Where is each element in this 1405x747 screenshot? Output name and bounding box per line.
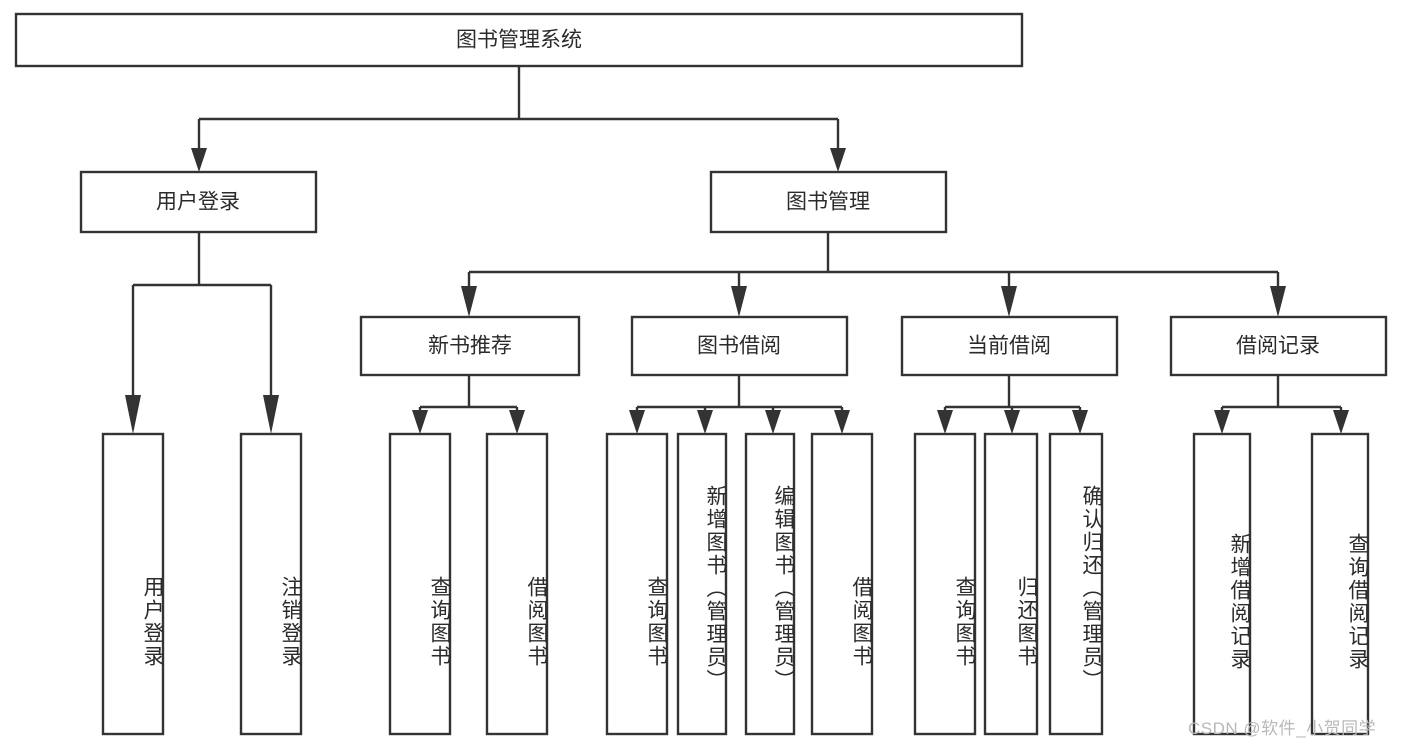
watermark-text: CSDN @软件_小贺同学	[1188, 719, 1377, 738]
node-leaf-b-edit-box[interactable]	[744, 432, 796, 736]
node-leaf-new-query-box[interactable]	[388, 432, 452, 736]
node-leaf-c-confirm-box[interactable]	[1048, 432, 1104, 736]
node-leaf-new-borrow-box[interactable]	[485, 432, 549, 736]
node-leaf-b-borrow-box[interactable]	[810, 432, 874, 736]
arrowhead-userlogin	[191, 148, 207, 172]
arrowhead-leaf-r-add	[1214, 410, 1230, 434]
arrowhead-leaf-c-query	[937, 410, 953, 434]
arrowhead-leaf-b-query	[629, 410, 645, 434]
arrowhead-leaf-c-confirm	[1072, 410, 1088, 434]
arrowhead-leaf-new-query	[412, 410, 428, 434]
arrowhead-leaf-r-query	[1333, 410, 1349, 434]
node-leaf-c-return-box[interactable]	[983, 432, 1039, 736]
node-new-book-box[interactable]	[359, 315, 581, 377]
arrowhead-records	[1270, 286, 1286, 317]
node-book-mgmt-label: 图书管理	[786, 191, 870, 214]
node-book-mgmt-box[interactable]	[709, 170, 948, 234]
node-leaf-c-query-box[interactable]	[913, 432, 977, 736]
arrowhead-borrow	[731, 286, 747, 317]
node-current-label: 当前借阅	[967, 335, 1051, 358]
node-leaf-b-query-box[interactable]	[605, 432, 669, 736]
node-records-label: 借阅记录	[1236, 335, 1320, 358]
arrowhead-leaf-b-add	[697, 410, 713, 434]
node-leaf-r-query-box[interactable]	[1310, 432, 1370, 736]
node-borrow-label: 图书借阅	[697, 335, 781, 358]
node-leaf-r-add-box[interactable]	[1192, 432, 1252, 736]
arrowhead-bookmgmt	[830, 148, 846, 172]
node-records-box[interactable]	[1169, 315, 1388, 377]
arrowhead-leaf-logout	[263, 395, 279, 434]
node-new-book-label: 新书推荐	[428, 335, 512, 358]
node-root-box[interactable]	[14, 12, 1024, 68]
node-root-label: 图书管理系统	[456, 29, 582, 52]
arrowhead-leaf-b-borrow	[834, 410, 850, 434]
arrowhead-leaf-user-login	[125, 395, 141, 434]
node-borrow-box[interactable]	[630, 315, 849, 377]
arrowhead-leaf-b-edit	[765, 410, 781, 434]
node-user-login-label: 用户登录	[156, 191, 240, 214]
arrowhead-leaf-new-borrow	[509, 410, 525, 434]
node-leaf-user-login-box[interactable]	[101, 432, 165, 736]
node-user-login-box[interactable]	[79, 170, 318, 234]
arrowhead-leaf-c-return	[1004, 410, 1020, 434]
arrowhead-current	[1001, 286, 1017, 317]
node-leaf-logout-box[interactable]	[239, 432, 303, 736]
arrowhead-newbook	[461, 286, 477, 317]
node-current-box[interactable]	[900, 315, 1119, 377]
node-leaf-b-add-box[interactable]	[676, 432, 728, 736]
